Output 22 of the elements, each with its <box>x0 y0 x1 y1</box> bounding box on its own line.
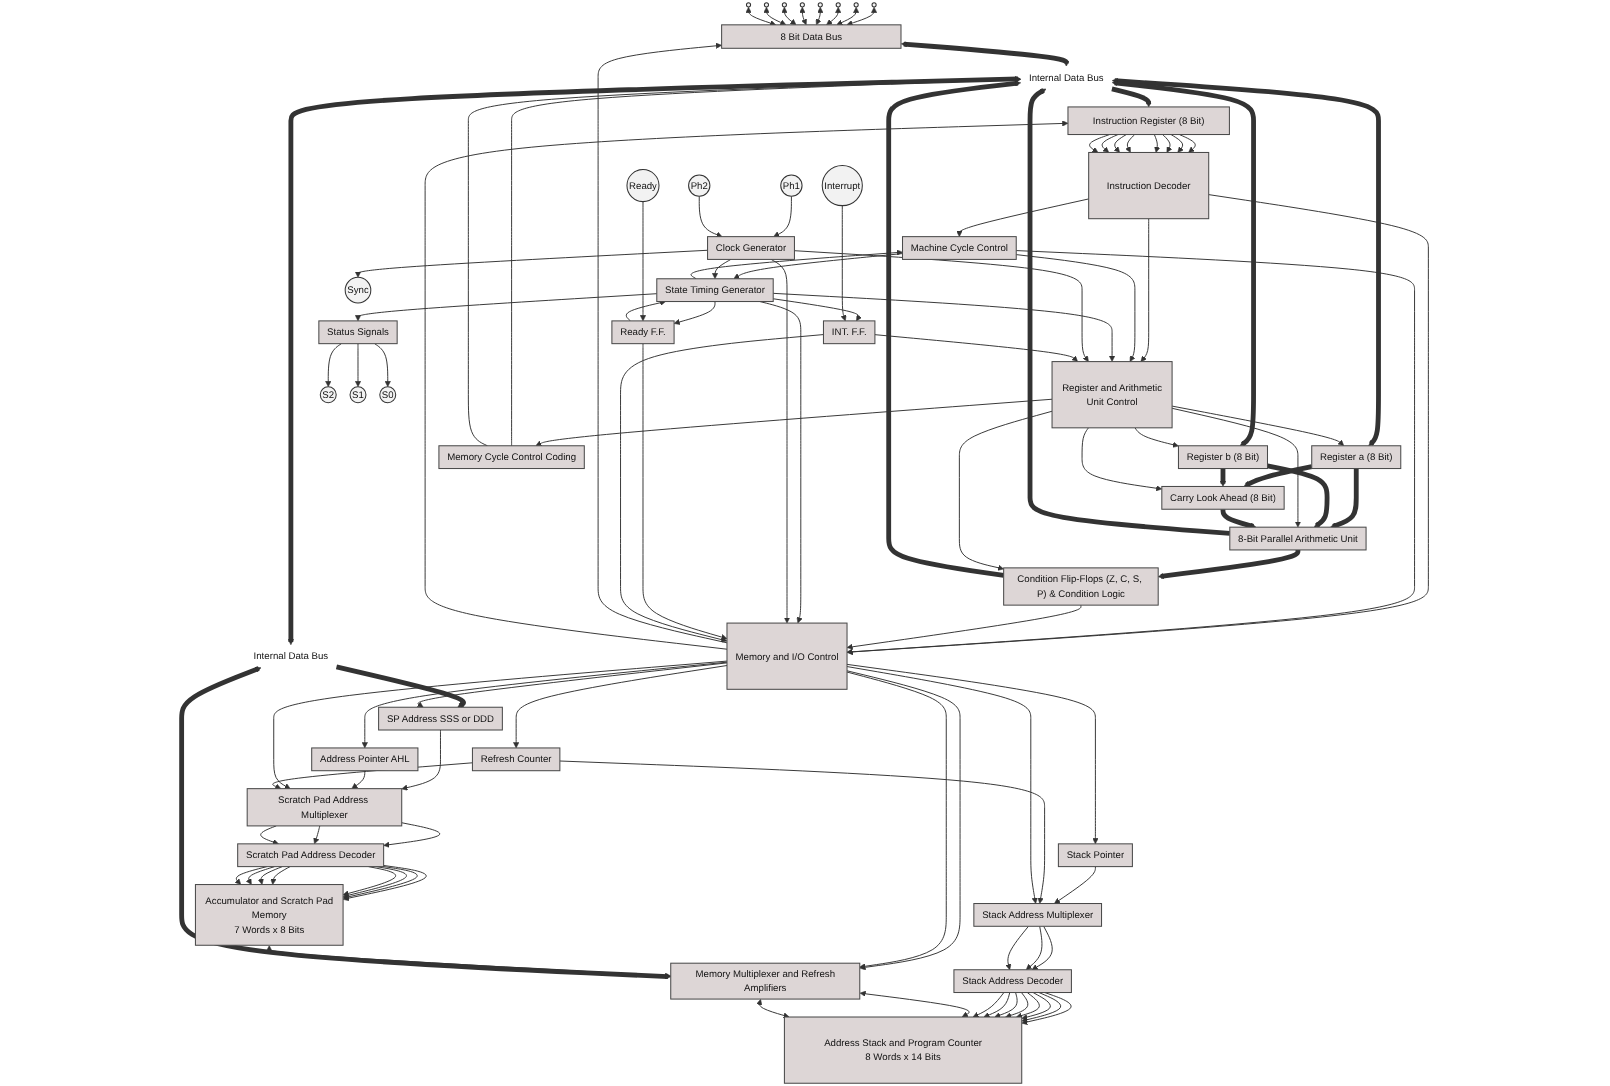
arrow <box>1157 549 1301 579</box>
arrow <box>815 6 824 26</box>
arrow <box>335 664 466 708</box>
arrow <box>781 6 797 26</box>
arrow <box>901 41 1070 67</box>
node-circle <box>817 2 823 8</box>
node-circle <box>799 2 805 8</box>
arrow <box>1330 467 1359 529</box>
arrow <box>1220 508 1257 529</box>
node-circle <box>871 2 877 8</box>
arrow <box>1243 464 1313 488</box>
node-circle <box>781 2 787 8</box>
node-circle <box>745 2 752 8</box>
node-circle <box>853 2 859 8</box>
node-circle <box>835 2 841 8</box>
arrow <box>266 945 671 979</box>
arrow <box>179 666 671 980</box>
arrow <box>826 6 842 26</box>
arrow <box>799 6 807 26</box>
arrow <box>1111 86 1152 108</box>
arrow <box>1267 463 1330 528</box>
node-circle <box>763 2 770 8</box>
